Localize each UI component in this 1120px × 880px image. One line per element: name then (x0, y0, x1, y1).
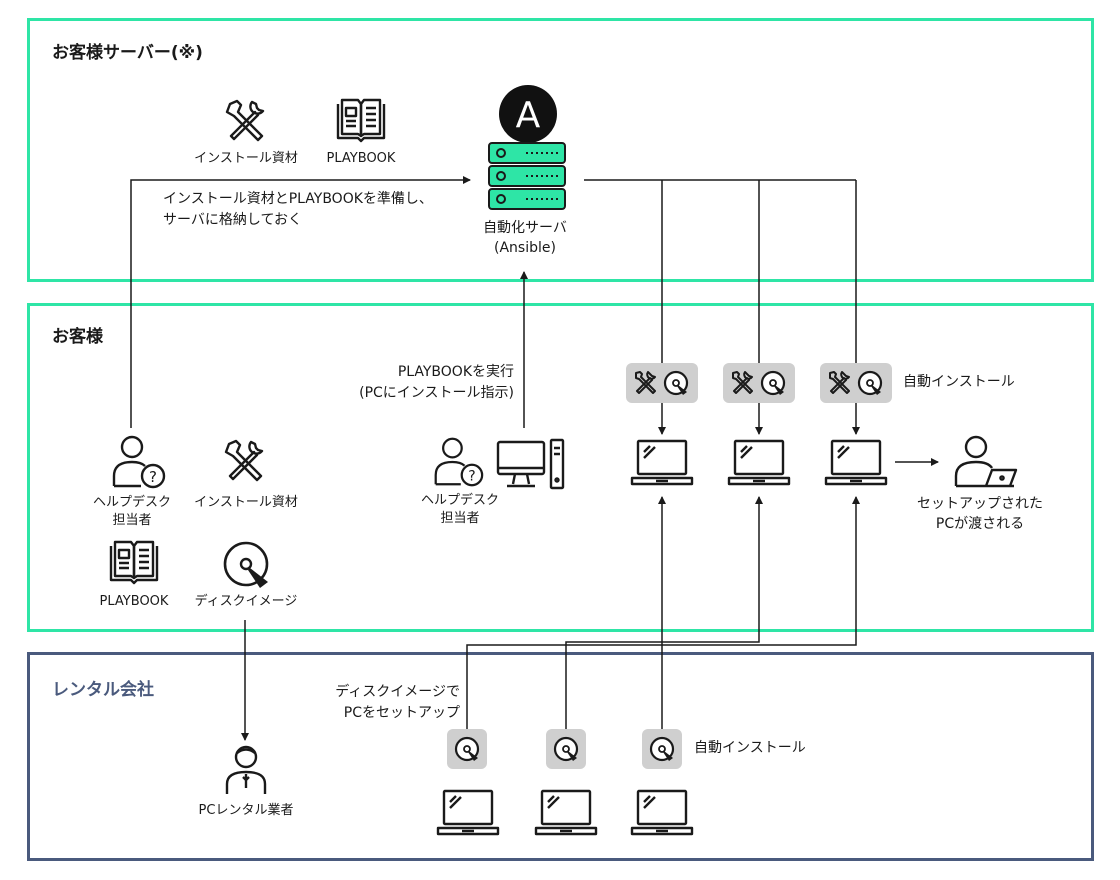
automation-server-label: 自動化サーバ (Ansible) (460, 218, 590, 258)
run-playbook-line1: PLAYBOOKを実行 (397, 364, 514, 380)
laptop-icon (630, 789, 694, 836)
helpdesk-person-icon: ? (112, 435, 166, 489)
helpdesk-label: ヘルプデスク 担当者 (82, 494, 182, 530)
prepare-note-line1: インストール資材とPLAYBOOKを準備し、 (163, 191, 433, 207)
svg-text:?: ? (468, 469, 475, 485)
user-with-laptop-icon (954, 435, 1018, 488)
setup-done-label: セットアップされた PCが渡される (905, 494, 1055, 534)
ansible-logo-icon: A (499, 85, 557, 143)
disk-badge (642, 729, 682, 769)
laptop-icon (534, 789, 598, 836)
disk-setup-line2: PCをセットアップ (343, 705, 460, 721)
rental-zone (27, 652, 1094, 861)
rental-zone-title: レンタル会社 (52, 680, 154, 700)
laptop-icon (824, 439, 888, 486)
auto-install-badge (723, 363, 795, 403)
customer-auto-install-label: 自動インストール (903, 374, 1015, 390)
server-stack-icon (488, 142, 566, 210)
svg-text:?: ? (149, 468, 157, 486)
disk-setup-note: ディスクイメージで PCをセットアップ (300, 682, 460, 724)
setup-done-line2: PCが渡される (935, 516, 1025, 532)
helpdesk-label-line1: ヘルプデスク (92, 495, 171, 510)
helpdesk-person-icon: ? (434, 437, 484, 487)
disk-badge (546, 729, 586, 769)
helpdesk2-label-line1: ヘルプデスク (420, 493, 499, 508)
disk-image-icon (223, 541, 269, 588)
rental-vendor-person-icon (225, 745, 267, 794)
customer-zone-title: お客様 (52, 327, 103, 347)
tools-icon (224, 439, 264, 482)
disk-image-label: ディスクイメージ (194, 594, 298, 609)
prepare-note: インストール資材とPLAYBOOKを準備し、 サーバに格納しておく (163, 189, 433, 231)
install-material-label: インストール資材 (194, 151, 298, 166)
laptop-icon (630, 439, 694, 486)
customer-install-material-label: インストール資材 (194, 495, 298, 510)
run-playbook-line2: (PCにインストール指示) (359, 385, 514, 401)
desktop-pc-icon (496, 438, 565, 490)
ansible-logo-letter: A (516, 95, 541, 136)
customer-zone (27, 303, 1094, 632)
customer-playbook-label: PLAYBOOK (99, 594, 169, 609)
helpdesk-label-line2: 担当者 (112, 513, 152, 528)
playbook-icon (336, 98, 386, 143)
server-zone (27, 18, 1094, 282)
prepare-note-line2: サーバに格納しておく (163, 212, 303, 228)
vendor-label: PCレンタル業者 (198, 803, 294, 818)
helpdesk2-label-line2: 担当者 (440, 511, 480, 526)
helpdesk2-label: ヘルプデスク 担当者 (410, 492, 510, 528)
disk-badge (447, 729, 487, 769)
server-zone-title: お客様サーバー(※) (52, 43, 203, 63)
auto-install-badge (626, 363, 698, 403)
auto-install-badge (820, 363, 892, 403)
automation-server-line2: (Ansible) (494, 240, 556, 256)
rental-auto-install-label: 自動インストール (694, 740, 806, 756)
run-playbook-note: PLAYBOOKを実行 (PCにインストール指示) (330, 362, 514, 404)
tools-icon (225, 99, 265, 142)
laptop-icon (727, 439, 791, 486)
laptop-icon (436, 789, 500, 836)
playbook-icon (109, 540, 159, 585)
automation-server-line1: 自動化サーバ (483, 220, 567, 236)
setup-done-line1: セットアップされた (917, 496, 1043, 512)
playbook-label: PLAYBOOK (326, 151, 396, 166)
disk-setup-line1: ディスクイメージで (335, 684, 460, 700)
